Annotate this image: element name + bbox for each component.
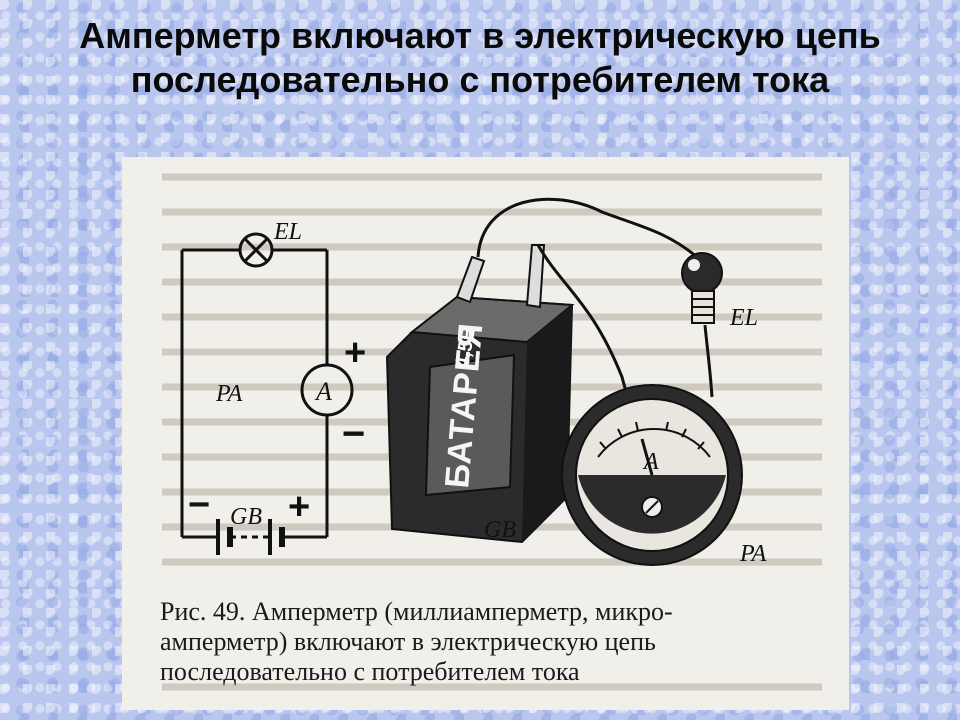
- schematic-battery-label: GB: [230, 504, 262, 530]
- schematic-minus-mid: −: [342, 412, 365, 456]
- caption-line-3: последовательно с потребителем тока: [160, 657, 580, 686]
- battery-drawing-label: GB: [484, 517, 516, 543]
- battery-drawing: [385, 244, 575, 544]
- schematic-diagram: [180, 232, 354, 555]
- schematic-lamp: [238, 232, 274, 268]
- schematic-ammeter: [300, 363, 354, 417]
- figure-panel: EL PA A GB + − − + 4,5В БАТАРЕЯ GB: [122, 157, 849, 710]
- bulb-label: EL: [729, 305, 758, 331]
- ammeter-drawing-symbol: A: [642, 449, 659, 475]
- schematic-ammeter-label: PA: [215, 381, 243, 407]
- slide-title: Амперметр включают в электрическую цепь …: [79, 15, 881, 100]
- figure-caption: Рис. 49. Амперметр (миллиамперметр, микр…: [160, 597, 840, 687]
- ammeter-drawing: [561, 384, 743, 566]
- schematic-plus-right: +: [288, 486, 310, 528]
- light-bulb-drawing: [681, 252, 723, 324]
- schematic-plus-top: +: [344, 332, 366, 374]
- schematic-minus-left: −: [188, 484, 210, 526]
- circuit-illustration: EL PA A GB + − − + 4,5В БАТАРЕЯ GB: [162, 173, 822, 691]
- schematic-lamp-label: EL: [273, 219, 302, 245]
- ammeter-drawing-label: PA: [739, 541, 767, 567]
- schematic-ammeter-symbol: A: [314, 377, 332, 406]
- caption-line-2: амперметр) включают в электрическую цепь: [160, 627, 656, 656]
- caption-line-1: Рис. 49. Амперметр (миллиамперметр, микр…: [160, 597, 673, 626]
